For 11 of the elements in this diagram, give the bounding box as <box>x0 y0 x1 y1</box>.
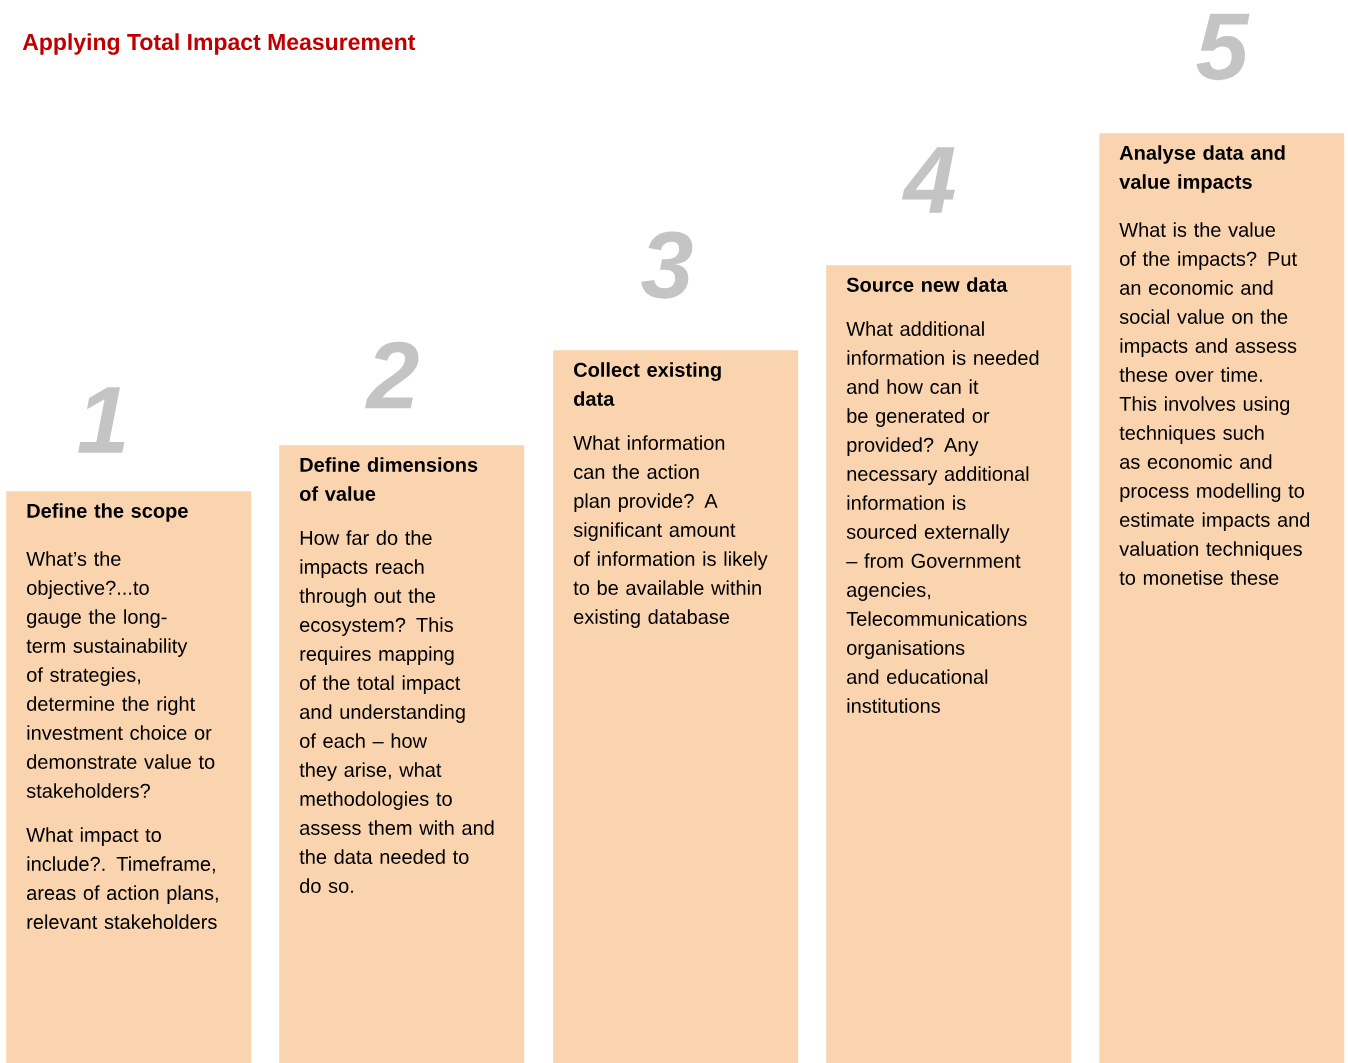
step-number: 1 <box>78 387 125 453</box>
step-number: 2 <box>365 341 419 409</box>
step-box: Define dimensions of value How far do the impacts reach through out the ecosystem? This requires mapping of the total impact and understanding of each – how they arise, what methodologies to assess them with and the data needed to do so. <box>279 445 525 1063</box>
step-box: Define the scope What’s the objective?...to gauge the long-term sustainability of strategies, determine the right investment choice or demonstrate value to stakeholders? What impact to include?. Timeframe, areas of action plans, relevant stakeholders <box>6 491 252 1063</box>
step-box: Collect existing data What information can the action plan provide? A significant amount of information is likely to be available within existing database <box>553 350 799 1063</box>
title: Applying Total Impact Measurement <box>22 33 416 55</box>
step-number: 3 <box>641 231 693 299</box>
step-box: Source new data What additional information is needed and how can it be generated or provided? Any necessary additional information is sourced externally – from Government agencies, Telecommunications organisations and educational institutions <box>826 265 1072 1063</box>
step-box: Analyse data and value impacts What is the value of the impacts? Put an economic and social value on the impacts and assess these over time. This involves using techniques such as economic and process modelling to estimate impacts and valuation techniques to monetise these <box>1099 133 1345 1063</box>
step-number: 5 <box>1196 13 1250 81</box>
step-number: 4 <box>902 147 955 213</box>
